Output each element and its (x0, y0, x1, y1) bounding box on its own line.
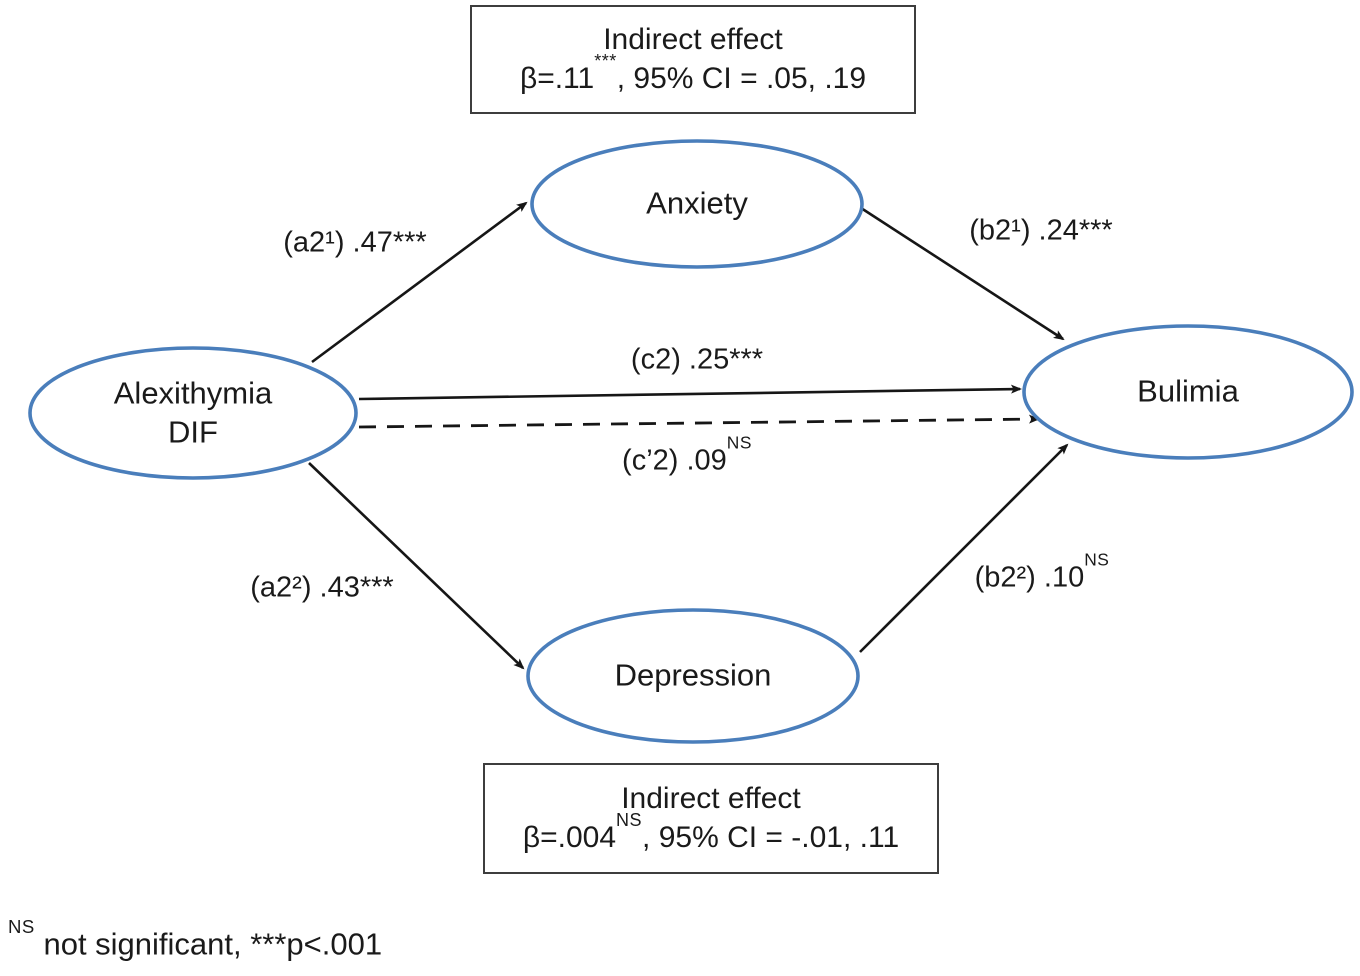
indirect-effect-box-top: Indirect effect β=.11***, 95% CI = .05, … (470, 5, 916, 114)
arrow-a21-alexithymia-to-anxiety (311, 201, 528, 364)
alexithymia-ellipse (28, 346, 358, 480)
node-label-alexithymia-line1: Alexithymia (113, 375, 273, 411)
arrow-c2-direct-effect (358, 384, 1022, 401)
path-label-a21: (a2¹) .47*** (283, 226, 427, 259)
indirect-effect-bottom-ci: , 95% CI = -.01, .11 (642, 821, 900, 854)
bulimia-ellipse (1022, 324, 1354, 460)
path-label-b22-value: (b2²) .10 (974, 561, 1085, 594)
footnote-sup: NS (8, 915, 35, 937)
indirect-effect-bottom-title: Indirect effect (621, 782, 801, 815)
arrow-c2prime-direct-effect-dashed (358, 414, 1040, 429)
path-label-b22-sup: NS (1084, 550, 1110, 571)
footnote-text: not significant, ***p<.001 (34, 926, 383, 962)
path-label-a22: (a2²) .43*** (250, 571, 394, 604)
node-label-depression: Depression (614, 657, 772, 693)
indirect-effect-top-title: Indirect effect (603, 23, 783, 56)
path-label-b22: (b2²) .10NS (974, 550, 1110, 595)
arrow-b22-depression-to-bulimia (859, 443, 1069, 653)
node-label-anxiety: Anxiety (646, 185, 748, 221)
node-label-alexithymia-line2: DIF (168, 414, 218, 449)
path-label-c2prime-value: (c’2) .09 (622, 444, 727, 477)
node-label-alexithymia: Alexithymia DIF (114, 374, 273, 452)
node-label-bulimia: Bulimia (1137, 373, 1239, 409)
indirect-effect-box-bottom: Indirect effect β=.004NS, 95% CI = -.01,… (483, 763, 939, 874)
significance-footnote: NS not significant, ***p<.001 (8, 916, 383, 962)
path-label-c2prime-sup: NS (726, 433, 752, 454)
path-label-c2: (c2) .25*** (630, 343, 764, 376)
depression-ellipse (526, 608, 860, 744)
arrow-b21-anxiety-to-bulimia (860, 206, 1065, 341)
indirect-effect-top-ci: , 95% CI = .05, .19 (616, 62, 867, 95)
path-label-c2prime: (c’2) .09NS (622, 433, 752, 478)
indirect-effect-top-sig: *** (594, 51, 617, 72)
indirect-effect-bottom-sig: NS (616, 810, 643, 831)
indirect-effect-top-stats: β=.11***, 95% CI = .05, .19 (472, 51, 914, 96)
arrow-a22-alexithymia-to-depression (308, 462, 525, 670)
path-label-b21: (b2¹) .24*** (969, 214, 1113, 247)
indirect-effect-bottom-beta: β=.004 (522, 821, 617, 854)
anxiety-ellipse (530, 139, 864, 269)
indirect-effect-top-beta: β=.11 (519, 62, 595, 95)
indirect-effect-bottom-stats: β=.004NS, 95% CI = -.01, .11 (485, 810, 937, 855)
